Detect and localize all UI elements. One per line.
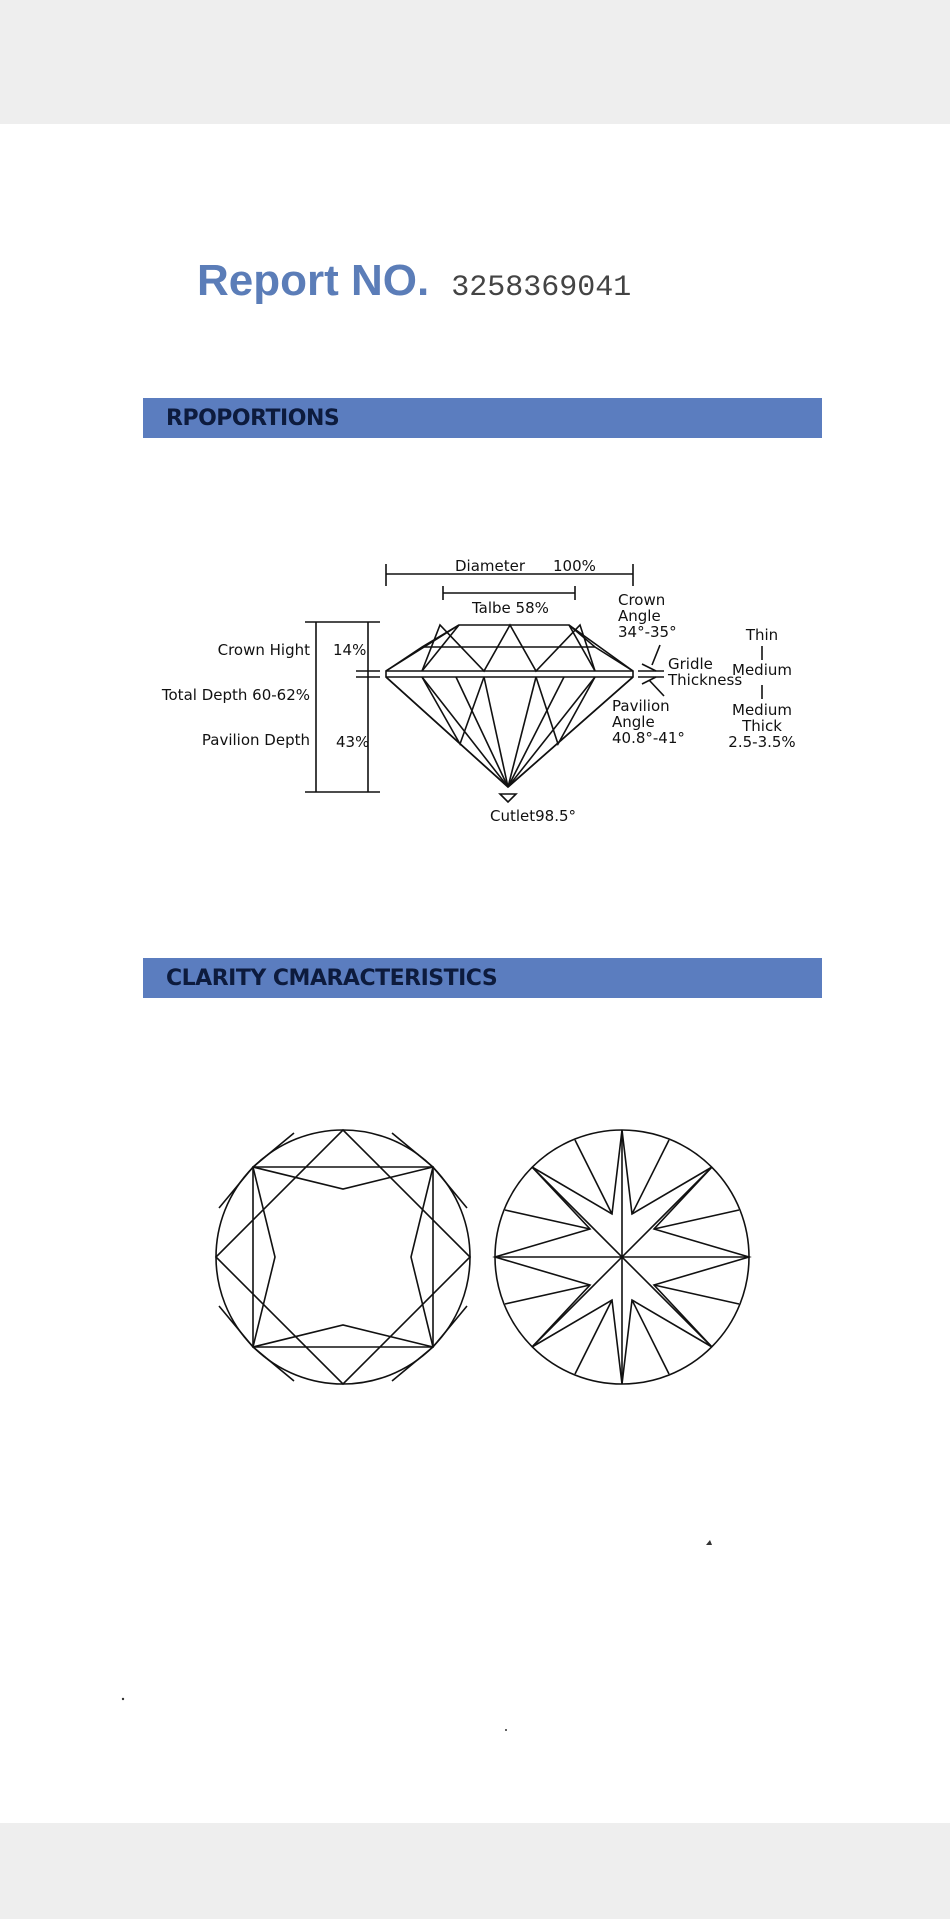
clarity-section-header: CLARITY CMARACTERISTICS bbox=[143, 958, 822, 998]
girdle-label-line2: Thickness bbox=[667, 671, 742, 689]
crown-angle-line2: Angle bbox=[618, 607, 661, 625]
girdle-label-line1: Gridle bbox=[668, 655, 713, 673]
crown-angle-leader bbox=[651, 644, 661, 666]
proportions-diagram: Diameter 100% Talbe 58% bbox=[121, 557, 796, 1731]
crown-angle-value: 34°-35° bbox=[618, 623, 677, 641]
girdle-scale-thin: Thin bbox=[745, 626, 778, 644]
clarity-plot-crown-view bbox=[214, 1128, 472, 1386]
crown-angle-line1: Crown bbox=[618, 591, 665, 609]
pavilion-angle-line2: Angle bbox=[612, 713, 655, 731]
girdle-thickness-marker bbox=[638, 663, 665, 697]
report-number: 3258369041 bbox=[451, 271, 632, 305]
girdle-scale-medium-thick-line2: Thick bbox=[741, 717, 782, 735]
scan-speck bbox=[706, 1540, 712, 1545]
scan-speck bbox=[121, 1697, 125, 1701]
diameter-label: Diameter bbox=[455, 557, 526, 575]
culet-label: Cutlet98.5° bbox=[490, 807, 576, 825]
clarity-plot-pavilion-view bbox=[492, 1129, 752, 1385]
pavilion-angle-line1: Pavilion bbox=[612, 697, 670, 715]
girdle-scale-range: 2.5-3.5% bbox=[728, 733, 795, 751]
girdle-scale-medium: Medium bbox=[732, 661, 792, 679]
proportions-section-header: RPOPORTIONS bbox=[143, 398, 822, 438]
pavilion-depth-label: Pavilion Depth bbox=[202, 731, 310, 749]
depth-bracket bbox=[305, 621, 380, 793]
table-dimension bbox=[442, 586, 576, 600]
diameter-value: 100% bbox=[553, 557, 596, 575]
pavilion-angle-value: 40.8°-41° bbox=[612, 729, 685, 747]
report-header: Report NO. 3258369041 bbox=[197, 256, 631, 306]
clarity-section-title: CLARITY CMARACTERISTICS bbox=[166, 966, 498, 991]
girdle-scale-medium-thick-line1: Medium bbox=[732, 701, 792, 719]
crown-height-value: 14% bbox=[333, 641, 366, 659]
total-depth-label: Total Depth 60-62% bbox=[161, 686, 310, 704]
diamond-profile bbox=[385, 623, 634, 804]
proportions-section-title: RPOPORTIONS bbox=[166, 406, 340, 431]
scan-speck bbox=[505, 1729, 507, 1731]
report-page: Report NO. 3258369041 RPOPORTIONS CLARIT… bbox=[0, 124, 950, 1823]
diameter-dimension bbox=[385, 564, 634, 586]
crown-height-label: Crown Hight bbox=[218, 641, 311, 659]
table-label: Talbe 58% bbox=[471, 599, 549, 617]
pavilion-depth-value: 43% bbox=[336, 733, 369, 751]
report-label: Report NO. bbox=[197, 256, 430, 305]
